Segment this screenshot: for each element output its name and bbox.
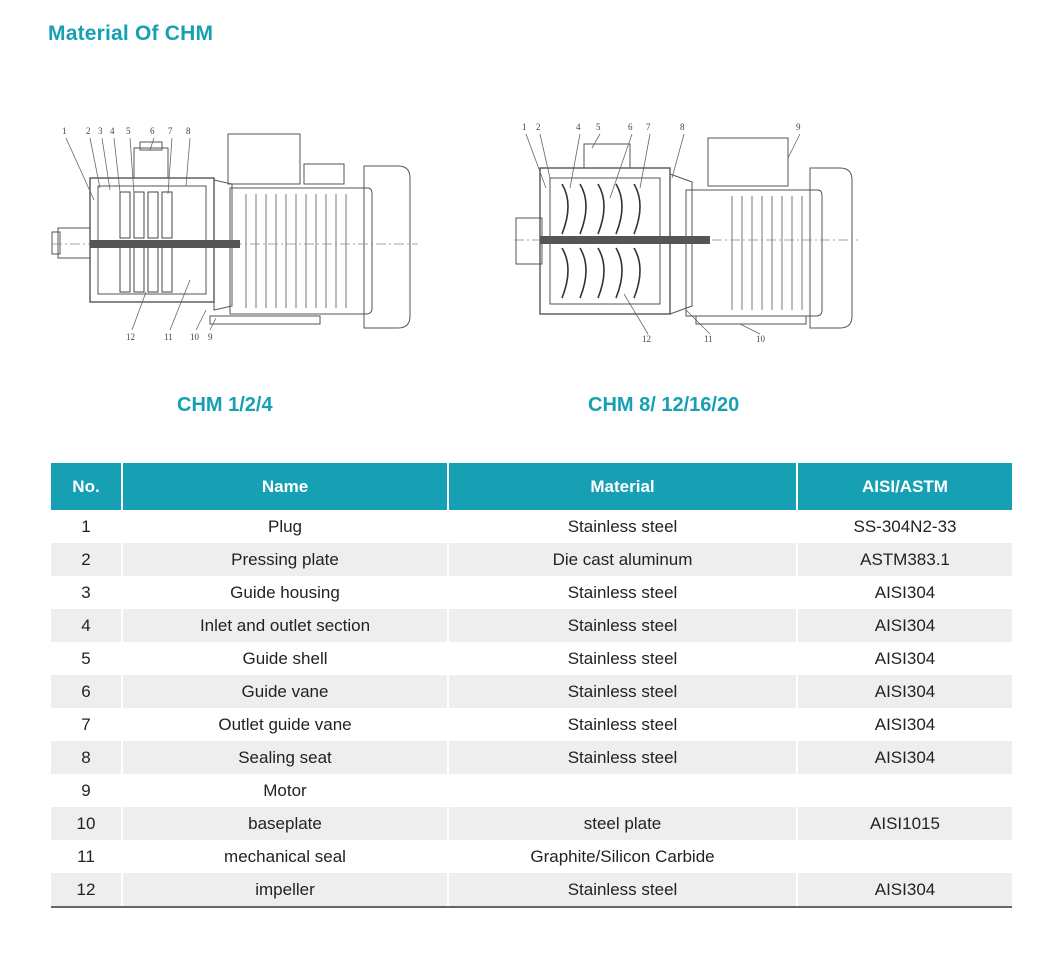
callout: 5 [596,122,601,132]
callout: 1 [522,122,527,132]
cell-material [448,774,798,807]
cell-material: Die cast aluminum [448,543,798,576]
material-table: No. Name Material AISI/ASTM 1 Plug Stain… [51,463,1012,908]
cell-aisi: AISI304 [797,675,1012,708]
callout: 3 [98,126,103,136]
cell-material: Stainless steel [448,609,798,642]
callout: 11 [704,334,713,344]
model-label-chm-8-12-16-20: CHM 8/ 12/16/20 [588,394,740,416]
cell-no: 11 [51,840,123,873]
cell-material: Stainless steel [448,708,798,741]
table-row: 7 Outlet guide vane Stainless steel AISI… [51,708,1012,741]
cell-name: Plug [122,510,449,543]
cell-no: 4 [51,609,123,642]
model-label-chm-1-2-4: CHM 1/2/4 [177,394,273,416]
cell-aisi: SS-304N2-33 [797,510,1012,543]
cell-material: Stainless steel [448,873,798,908]
cell-name: Sealing seat [122,741,449,774]
cell-material: Stainless steel [448,510,798,543]
header-no: No. [51,463,123,510]
table-row: 2 Pressing plate Die cast aluminum ASTM3… [51,543,1012,576]
table-row: 5 Guide shell Stainless steel AISI304 [51,642,1012,675]
cell-aisi: AISI304 [797,576,1012,609]
cell-no: 6 [51,675,123,708]
cell-name: Motor [122,774,449,807]
cell-name: Inlet and outlet section [122,609,449,642]
pump-drawing-chm-1-2-4: 1 2 3 4 5 6 7 8 12 11 10 9 [50,120,420,350]
cell-aisi [797,774,1012,807]
cell-no: 2 [51,543,123,576]
callout: 4 [576,122,581,132]
cell-aisi: ASTM383.1 [797,543,1012,576]
table-row: 6 Guide vane Stainless steel AISI304 [51,675,1012,708]
table-row: 4 Inlet and outlet section Stainless ste… [51,609,1012,642]
header-name: Name [122,463,449,510]
callout: 4 [110,126,115,136]
cell-no: 12 [51,873,123,908]
cell-aisi: AISI304 [797,741,1012,774]
cell-name: Guide shell [122,642,449,675]
cell-no: 7 [51,708,123,741]
table-row: 10 baseplate steel plate AISI1015 [51,807,1012,840]
cell-no: 1 [51,510,123,543]
callout: 11 [164,332,173,342]
cell-no: 5 [51,642,123,675]
pump-cross-section-large: 1 2 4 5 6 7 8 9 12 11 10 [514,122,858,344]
header-material: Material [448,463,798,510]
cell-aisi: AISI304 [797,873,1012,908]
pump-cross-section-small: 1 2 3 4 5 6 7 8 12 11 10 9 [51,126,418,342]
table-row: 11 mechanical seal Graphite/Silicon Carb… [51,840,1012,873]
callout: 8 [680,122,685,132]
callout: 2 [86,126,91,136]
callout: 12 [642,334,651,344]
page-title: Material Of CHM [48,22,214,45]
cell-name: Guide vane [122,675,449,708]
callout: 6 [150,126,155,136]
cell-aisi: AISI1015 [797,807,1012,840]
cell-name: Guide housing [122,576,449,609]
callout: 10 [190,332,200,342]
cell-material: Graphite/Silicon Carbide [448,840,798,873]
callout: 12 [126,332,135,342]
cell-aisi: AISI304 [797,642,1012,675]
callout: 8 [186,126,191,136]
cell-no: 3 [51,576,123,609]
callout: 7 [646,122,651,132]
table-row: 3 Guide housing Stainless steel AISI304 [51,576,1012,609]
cell-aisi: AISI304 [797,708,1012,741]
cell-material: Stainless steel [448,741,798,774]
table-row: 9 Motor [51,774,1012,807]
table-row: 8 Sealing seat Stainless steel AISI304 [51,741,1012,774]
cell-aisi: AISI304 [797,609,1012,642]
cell-no: 9 [51,774,123,807]
cell-name: mechanical seal [122,840,449,873]
callout: 5 [126,126,131,136]
header-aisi-astm: AISI/ASTM [797,463,1012,510]
cell-material: steel plate [448,807,798,840]
cell-name: impeller [122,873,449,908]
cell-no: 8 [51,741,123,774]
table-row: 1 Plug Stainless steel SS-304N2-33 [51,510,1012,543]
cell-material: Stainless steel [448,576,798,609]
callout: 9 [796,122,801,132]
callout: 1 [62,126,67,136]
callout: 7 [168,126,173,136]
table-header-row: No. Name Material AISI/ASTM [51,463,1012,510]
callout: 6 [628,122,633,132]
cell-name: Pressing plate [122,543,449,576]
cell-material: Stainless steel [448,642,798,675]
callout: 10 [756,334,766,344]
cell-name: Outlet guide vane [122,708,449,741]
callout: 9 [208,332,213,342]
callout: 2 [536,122,541,132]
cell-no: 10 [51,807,123,840]
cell-material: Stainless steel [448,675,798,708]
pump-drawing-chm-8-12-16-20: 1 2 4 5 6 7 8 9 12 11 10 [500,118,860,353]
table-row: 12 impeller Stainless steel AISI304 [51,873,1012,908]
cell-aisi [797,840,1012,873]
cell-name: baseplate [122,807,449,840]
